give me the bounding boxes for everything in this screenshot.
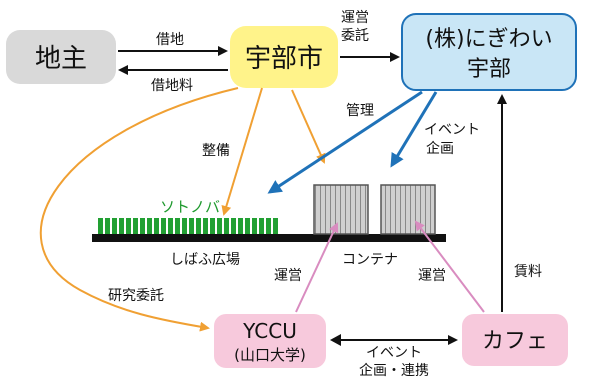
research-commission-arrow — [39, 87, 239, 332]
landowner-label: 地主 — [35, 44, 87, 74]
rent-label: 賃料 — [514, 264, 542, 280]
management-label: 管理 — [346, 103, 374, 119]
cafe-label: カフェ — [482, 329, 548, 354]
grass-blade — [154, 218, 159, 234]
lease-fee-label: 借地料 — [151, 78, 193, 94]
cafe-operate-arrow — [414, 220, 485, 313]
grass-blade — [168, 218, 173, 234]
sotonoba-grass — [98, 218, 278, 234]
yccu-operate-label: 運営 — [274, 268, 302, 284]
grass-blade — [119, 218, 124, 234]
cafe-operate-label: 運営 — [418, 268, 446, 284]
company-label-line2: 宇部 — [467, 57, 511, 82]
ground-line — [92, 234, 446, 242]
grass-blade — [147, 218, 152, 234]
grass-blade — [140, 218, 145, 234]
grass-blade — [203, 218, 208, 234]
event-planning-label-line1: イベント — [424, 122, 480, 138]
lawn-plaza — [92, 218, 446, 242]
grass-blade — [182, 218, 187, 234]
container-left — [313, 184, 369, 235]
research-commission-label: 研究委託 — [108, 288, 164, 304]
grass-blade — [266, 218, 271, 234]
grass-blade — [105, 218, 110, 234]
city-to-container-arrow — [291, 89, 326, 164]
grass-blade — [175, 218, 180, 234]
grass-blade — [224, 218, 229, 234]
lease-label: 借地 — [156, 32, 184, 48]
ops-commission-label-line2: 委託 — [341, 28, 369, 44]
landowner-node: 地主 — [6, 30, 116, 84]
yccu-operate-arrow — [295, 222, 339, 313]
ube-city-label: 宇部市 — [245, 44, 323, 74]
management-arrow — [267, 90, 423, 194]
grass-blade — [252, 218, 257, 234]
lawn-plaza-label: しばふ広場 — [170, 252, 240, 268]
grass-blade — [238, 218, 243, 234]
grass-blade — [245, 218, 250, 234]
collab-arrow-left-head — [330, 334, 341, 346]
grass-blade — [161, 218, 166, 234]
event-collab-label-line1: イベント — [366, 345, 422, 361]
company-label-line1: (株)にぎわい — [425, 27, 552, 52]
grass-blade — [133, 218, 138, 234]
grass-blade — [98, 218, 103, 234]
grass-blade — [210, 218, 215, 234]
grass-blade — [196, 218, 201, 234]
event-planning-arrow — [390, 91, 438, 168]
grass-blade — [112, 218, 117, 234]
company-node: (株)にぎわい 宇部 — [401, 13, 577, 91]
maintenance-arrow — [221, 87, 263, 216]
maintenance-label: 整備 — [202, 143, 230, 159]
grass-blade — [189, 218, 194, 234]
yccu-label-line2: (山口大学) — [234, 346, 306, 364]
ube-city-node: 宇部市 — [230, 26, 338, 88]
grass-blade — [273, 218, 278, 234]
grass-blade — [126, 218, 131, 234]
event-collab-label-line2: 企画・連携 — [359, 362, 429, 379]
grass-blade — [231, 218, 236, 234]
event-planning-label-line2: 企画 — [426, 140, 454, 157]
container-label: コンテナ — [342, 252, 398, 268]
sotonoba-label: ソトノバ — [160, 198, 220, 216]
grass-blade — [259, 218, 264, 234]
grass-blade — [217, 218, 222, 234]
ops-commission-label-line1: 運営 — [341, 10, 369, 26]
container-right — [380, 184, 436, 235]
yccu-label-line1: YCCU — [242, 319, 297, 343]
cafe-node: カフェ — [462, 314, 568, 366]
yccu-node: YCCU (山口大学) — [214, 314, 326, 368]
